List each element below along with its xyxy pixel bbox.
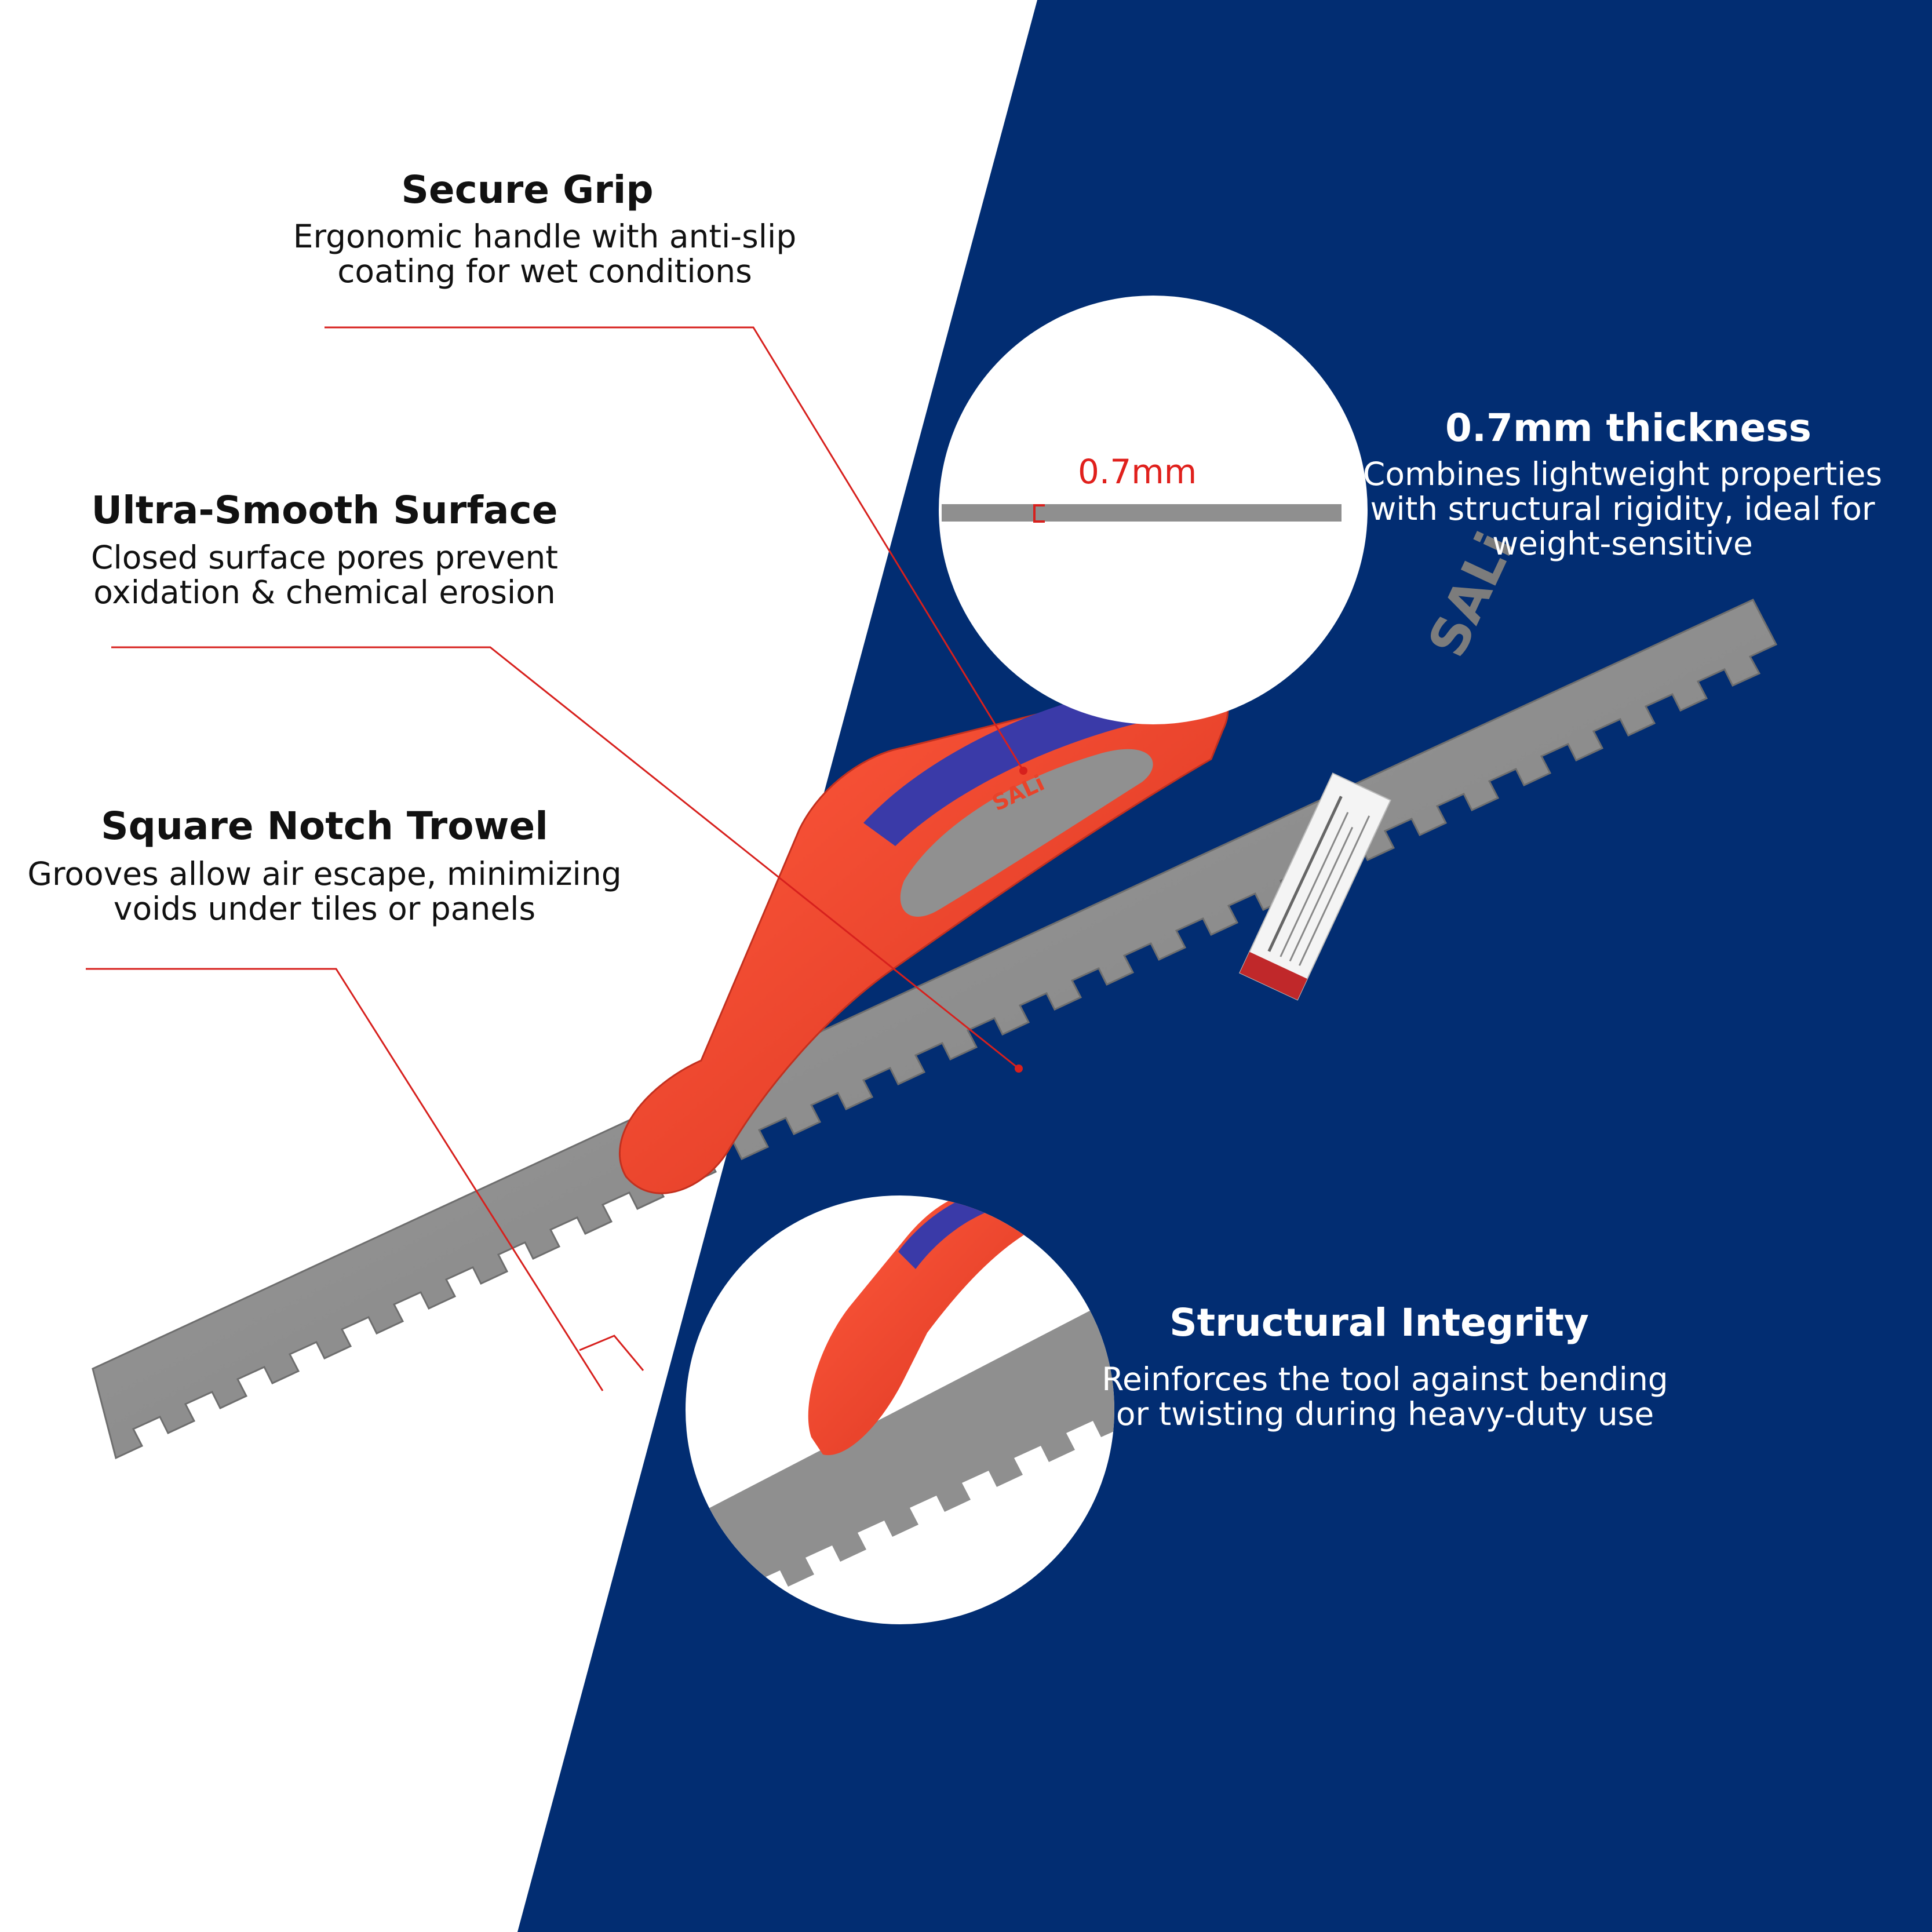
trowel-image: SALi SALi <box>92 523 1778 1460</box>
secure-grip-desc: Ergonomic handle with anti-slip coating … <box>293 218 797 290</box>
product-label-sticker <box>1239 772 1391 1001</box>
square-notch-desc: Grooves allow air escape, minimizing voi… <box>27 855 622 927</box>
integrity-desc: Reinforces the tool against bending or t… <box>1102 1361 1668 1432</box>
handle-zoom-circle <box>686 1195 1114 1624</box>
callout-line-notch <box>86 968 604 1391</box>
callout-line-smooth <box>111 646 1019 1070</box>
thickness-bar <box>942 504 1342 522</box>
notch-bracket-icon <box>579 1335 644 1371</box>
handle-grip <box>863 687 1159 846</box>
square-notch-title: Square Notch Trowel <box>101 804 548 848</box>
ultra-smooth-desc: Closed surface pores prevent oxidation &… <box>91 539 558 611</box>
callout-dot-smooth <box>1015 1065 1023 1073</box>
secure-grip-title: Secure Grip <box>401 167 654 212</box>
thickness-bracket-icon <box>1033 504 1045 523</box>
thickness-label: 0.7mm <box>1078 452 1197 491</box>
navy-background <box>517 0 1932 1932</box>
thickness-desc: Combines lightweight properties with str… <box>1362 455 1883 562</box>
thickness-zoom-circle <box>939 296 1368 724</box>
integrity-title: Structural Integrity <box>1169 1300 1589 1345</box>
thickness-title: 0.7mm thickness <box>1445 406 1811 450</box>
callout-dot-grip <box>1019 767 1027 775</box>
callout-line-grip <box>325 326 1025 771</box>
ultra-smooth-title: Ultra-Smooth Surface <box>91 488 558 533</box>
handle-opening <box>900 749 1153 917</box>
callout-lines <box>86 326 1025 1391</box>
